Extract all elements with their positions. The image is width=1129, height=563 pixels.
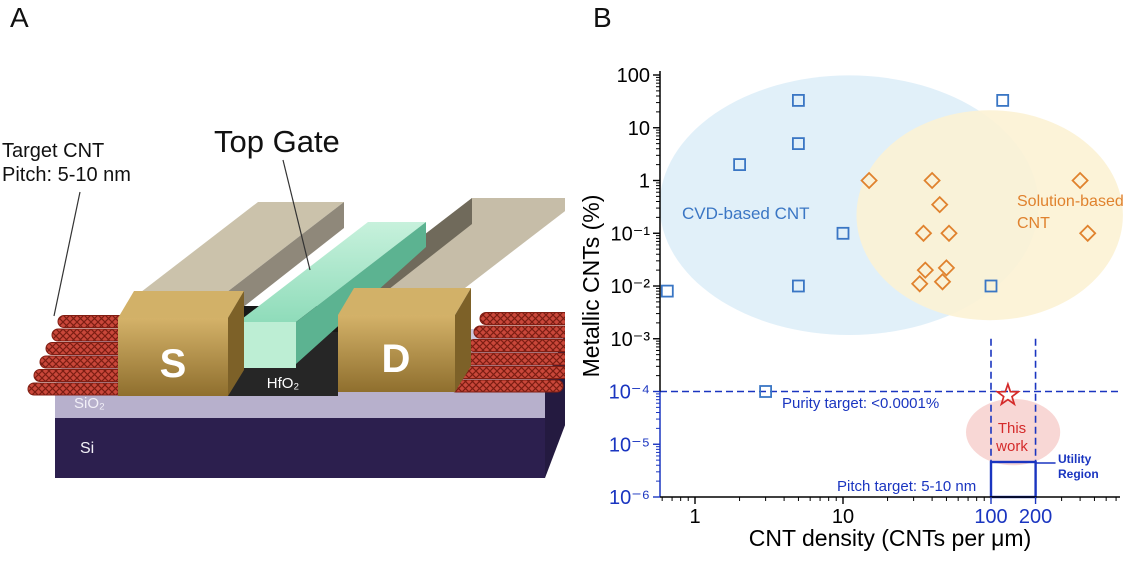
top-gate-bar-front [238,322,296,368]
cvd-point [791,137,805,151]
top-gate-bar-top [238,222,426,322]
source-top [118,291,244,318]
target-cnt-pointer-line [53,191,81,317]
solution-point [937,259,956,277]
y-tick-label: 10⁻⁴ [609,382,650,404]
solution-point [1078,224,1097,243]
device-diagram: Target CNT Pitch: 5-10 nm Top Gate S D H… [2,124,565,478]
si-substrate [55,418,545,478]
solution-region-label: CNT [1017,215,1050,232]
solution-region-label: Solution-based [1017,193,1124,210]
purity-target-label: Purity target: <0.0001% [782,395,939,412]
solution-point [914,224,933,243]
cnt-tube [467,339,565,352]
this-work-region [966,398,1061,466]
cvd-point [733,158,747,172]
x-tick-label: 1 [689,506,700,528]
solution-point [923,171,941,190]
top-gate-pointer-line [282,159,311,271]
cvd-point [791,279,805,293]
source-label: S [160,342,187,386]
solution-point [860,171,878,190]
cvd-point [759,385,773,398]
cnt-tube [455,366,565,379]
solution-point [1071,171,1089,190]
this-work-label: This [998,420,1026,437]
solution-point [940,224,958,243]
drain-electrode [338,315,455,392]
this-work-label: work [995,438,1028,455]
solution-point [933,273,952,291]
y-tick-label: 10⁻¹ [611,223,651,245]
cnt-tube [473,325,565,339]
x-tick-label: 200 [1019,506,1052,528]
cvd-point [660,284,674,298]
target-cnt-label-line2: Pitch: 5-10 nm [2,164,131,186]
cnt-array-right [449,312,565,393]
source-side [228,291,244,396]
cnt-tube [461,352,565,366]
cvd-point [836,226,850,240]
x-tick-label: 100 [974,506,1007,528]
solution-point [910,275,929,293]
solution-region [856,110,1123,321]
y-tick-label: 100 [617,65,650,87]
utility-region-label: Region [1058,467,1099,481]
x-tick-label: 10 [832,506,854,528]
cvd-region-label: CVD-based CNT [682,204,810,223]
left-beam-top [128,202,344,302]
cnt-tube [449,379,564,393]
y-tick-label: 10⁻⁶ [609,487,650,509]
pitch-target-label: Pitch target: 5-10 nm [837,478,976,495]
panel-a-label: A [10,2,29,33]
cvd-point [791,94,805,107]
cvd-point [996,94,1010,107]
y-tick-label: 10⁻⁵ [609,434,650,456]
solution-point [930,195,949,214]
y-tick-label: 1 [639,171,650,193]
top-gate-label: Top Gate [214,124,340,159]
left-beam-side [214,202,344,330]
y-axis-title: Metallic CNTs (%) [578,195,604,378]
cnt-tube [479,312,565,325]
sio2-label: SiO₂ [74,395,105,412]
source-electrode [118,318,228,396]
y-tick-label: 10⁻³ [611,329,651,351]
target-cnt-label-line1: Target CNT [2,140,104,162]
si-label: Si [80,440,94,457]
x-axis-title: CNT density (CNTs per μm) [749,525,1031,551]
drain-top [338,288,471,315]
panel-b-label: B [593,2,612,33]
drain-side [455,288,471,392]
solution-point [916,261,935,279]
cvd-point [984,279,998,293]
drain-label: D [382,337,411,381]
utility-region-label: Utility [1058,452,1092,466]
y-tick-label: 10 [628,118,650,140]
hfo2-label: HfO₂ [267,375,300,392]
this-work-star [994,381,1021,407]
y-tick-label: 10⁻² [611,276,651,298]
utility-region-box [989,460,1037,499]
